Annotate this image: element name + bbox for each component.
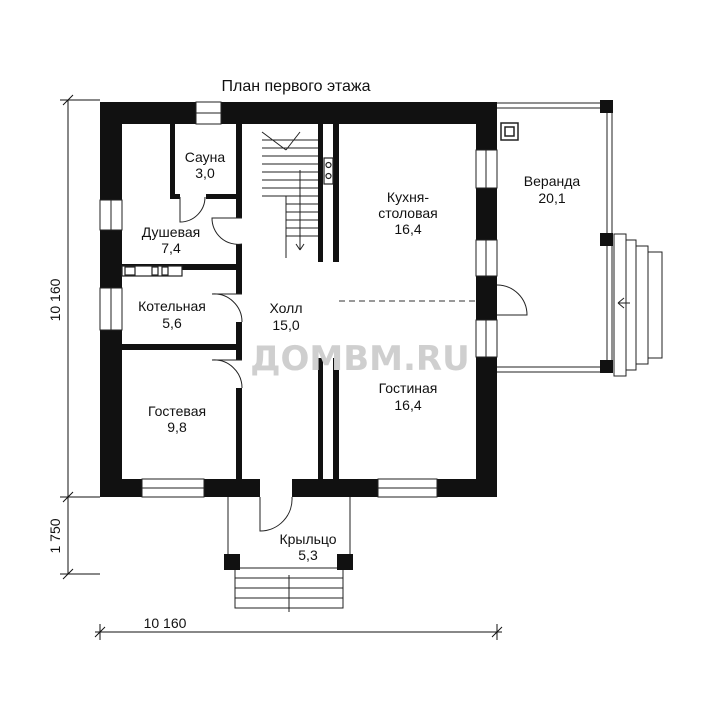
room-label-guest: Гостевая 9,8 — [148, 403, 206, 435]
porch-structure — [227, 497, 351, 612]
room-name: Душевая — [142, 224, 200, 240]
room-area: 5,3 — [298, 547, 318, 563]
room-name: Крыльцо — [279, 531, 336, 547]
veranda-structure — [497, 102, 663, 377]
staircase — [261, 131, 318, 258]
room-area: 9,8 — [167, 419, 187, 435]
plan-title: План первого этажа — [222, 78, 371, 95]
room-name: Кухня- — [387, 189, 429, 205]
watermark: ДОМВМ.RU — [250, 339, 469, 379]
room-area: 3,0 — [195, 165, 215, 181]
room-area: 5,6 — [162, 315, 182, 331]
dimension-lines — [60, 94, 503, 640]
room-area: 20,1 — [538, 190, 565, 206]
room-label-sauna: Сауна 3,0 — [185, 149, 226, 181]
room-name: Гостиная — [379, 380, 438, 396]
fixtures — [121, 157, 334, 277]
room-area: 16,4 — [394, 397, 421, 413]
room-name: Котельная — [138, 298, 206, 314]
room-label-hall: Холл 15,0 — [270, 300, 303, 333]
room-name: Веранда — [524, 173, 581, 189]
dimension-width: 10 160 — [144, 615, 187, 631]
room-area: 15,0 — [272, 317, 299, 333]
room-name: Гостевая — [148, 403, 206, 419]
room-label-porch: Крыльцо 5,3 — [279, 531, 336, 563]
room-label-kitchen: Кухня- столовая 16,4 — [378, 189, 438, 237]
dimension-height-main: 10 160 — [47, 278, 63, 321]
room-label-living: Гостиная 16,4 — [379, 380, 438, 413]
exterior-walls — [100, 102, 497, 497]
porch-posts — [224, 554, 353, 570]
veranda-posts — [600, 100, 613, 373]
room-area: 16,4 — [394, 221, 421, 237]
doors — [179, 196, 528, 532]
room-label-veranda: Веранда 20,1 — [524, 173, 581, 206]
room-name: Сауна — [185, 149, 226, 165]
windows — [99, 101, 498, 498]
room-name-second-line: столовая — [378, 205, 438, 221]
room-name: Холл — [270, 300, 303, 316]
room-label-shower: Душевая 7,4 — [142, 224, 200, 256]
room-label-boiler: Котельная 5,6 — [138, 298, 206, 331]
dimension-height-porch: 1 750 — [47, 518, 63, 553]
room-area: 7,4 — [161, 240, 181, 256]
